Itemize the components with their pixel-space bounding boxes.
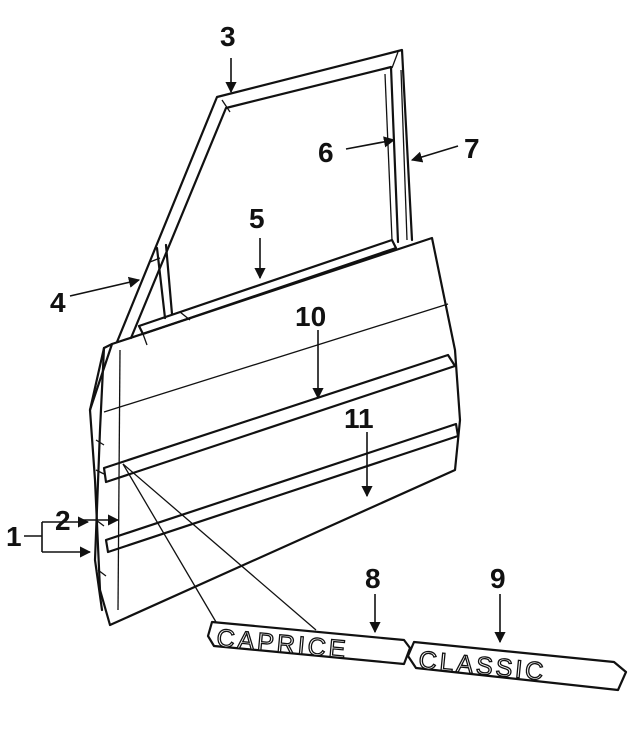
callout-6: 6 xyxy=(318,137,334,168)
callout-10: 10 xyxy=(295,301,326,332)
callout-labels: 3 6 7 5 4 10 11 2 1 8 9 xyxy=(6,21,506,594)
window-frame xyxy=(115,48,414,344)
callout-5: 5 xyxy=(249,203,265,234)
callout-3: 3 xyxy=(220,21,236,52)
classic-emblem-text: CLASSIC xyxy=(417,646,547,686)
vent-division-channel xyxy=(149,243,174,320)
classic-emblem: CLASSIC xyxy=(406,640,628,692)
body-side-molding xyxy=(102,353,457,484)
caprice-emblem-text: CAPRICE xyxy=(215,624,349,664)
caprice-emblem: CAPRICE xyxy=(206,620,412,666)
callout-2: 2 xyxy=(55,505,71,536)
callout-4: 4 xyxy=(50,287,66,318)
callout-9: 9 xyxy=(490,563,506,594)
door-outer-panel xyxy=(88,236,462,627)
callout-8: 8 xyxy=(365,563,381,594)
emblem-leader-lines xyxy=(122,463,317,631)
lower-molding xyxy=(104,422,460,554)
callout-11: 11 xyxy=(344,403,374,434)
hinge-pillar xyxy=(88,342,114,612)
callout-1: 1 xyxy=(6,521,22,552)
callout-7: 7 xyxy=(464,133,480,164)
callout-arrows xyxy=(24,58,506,644)
